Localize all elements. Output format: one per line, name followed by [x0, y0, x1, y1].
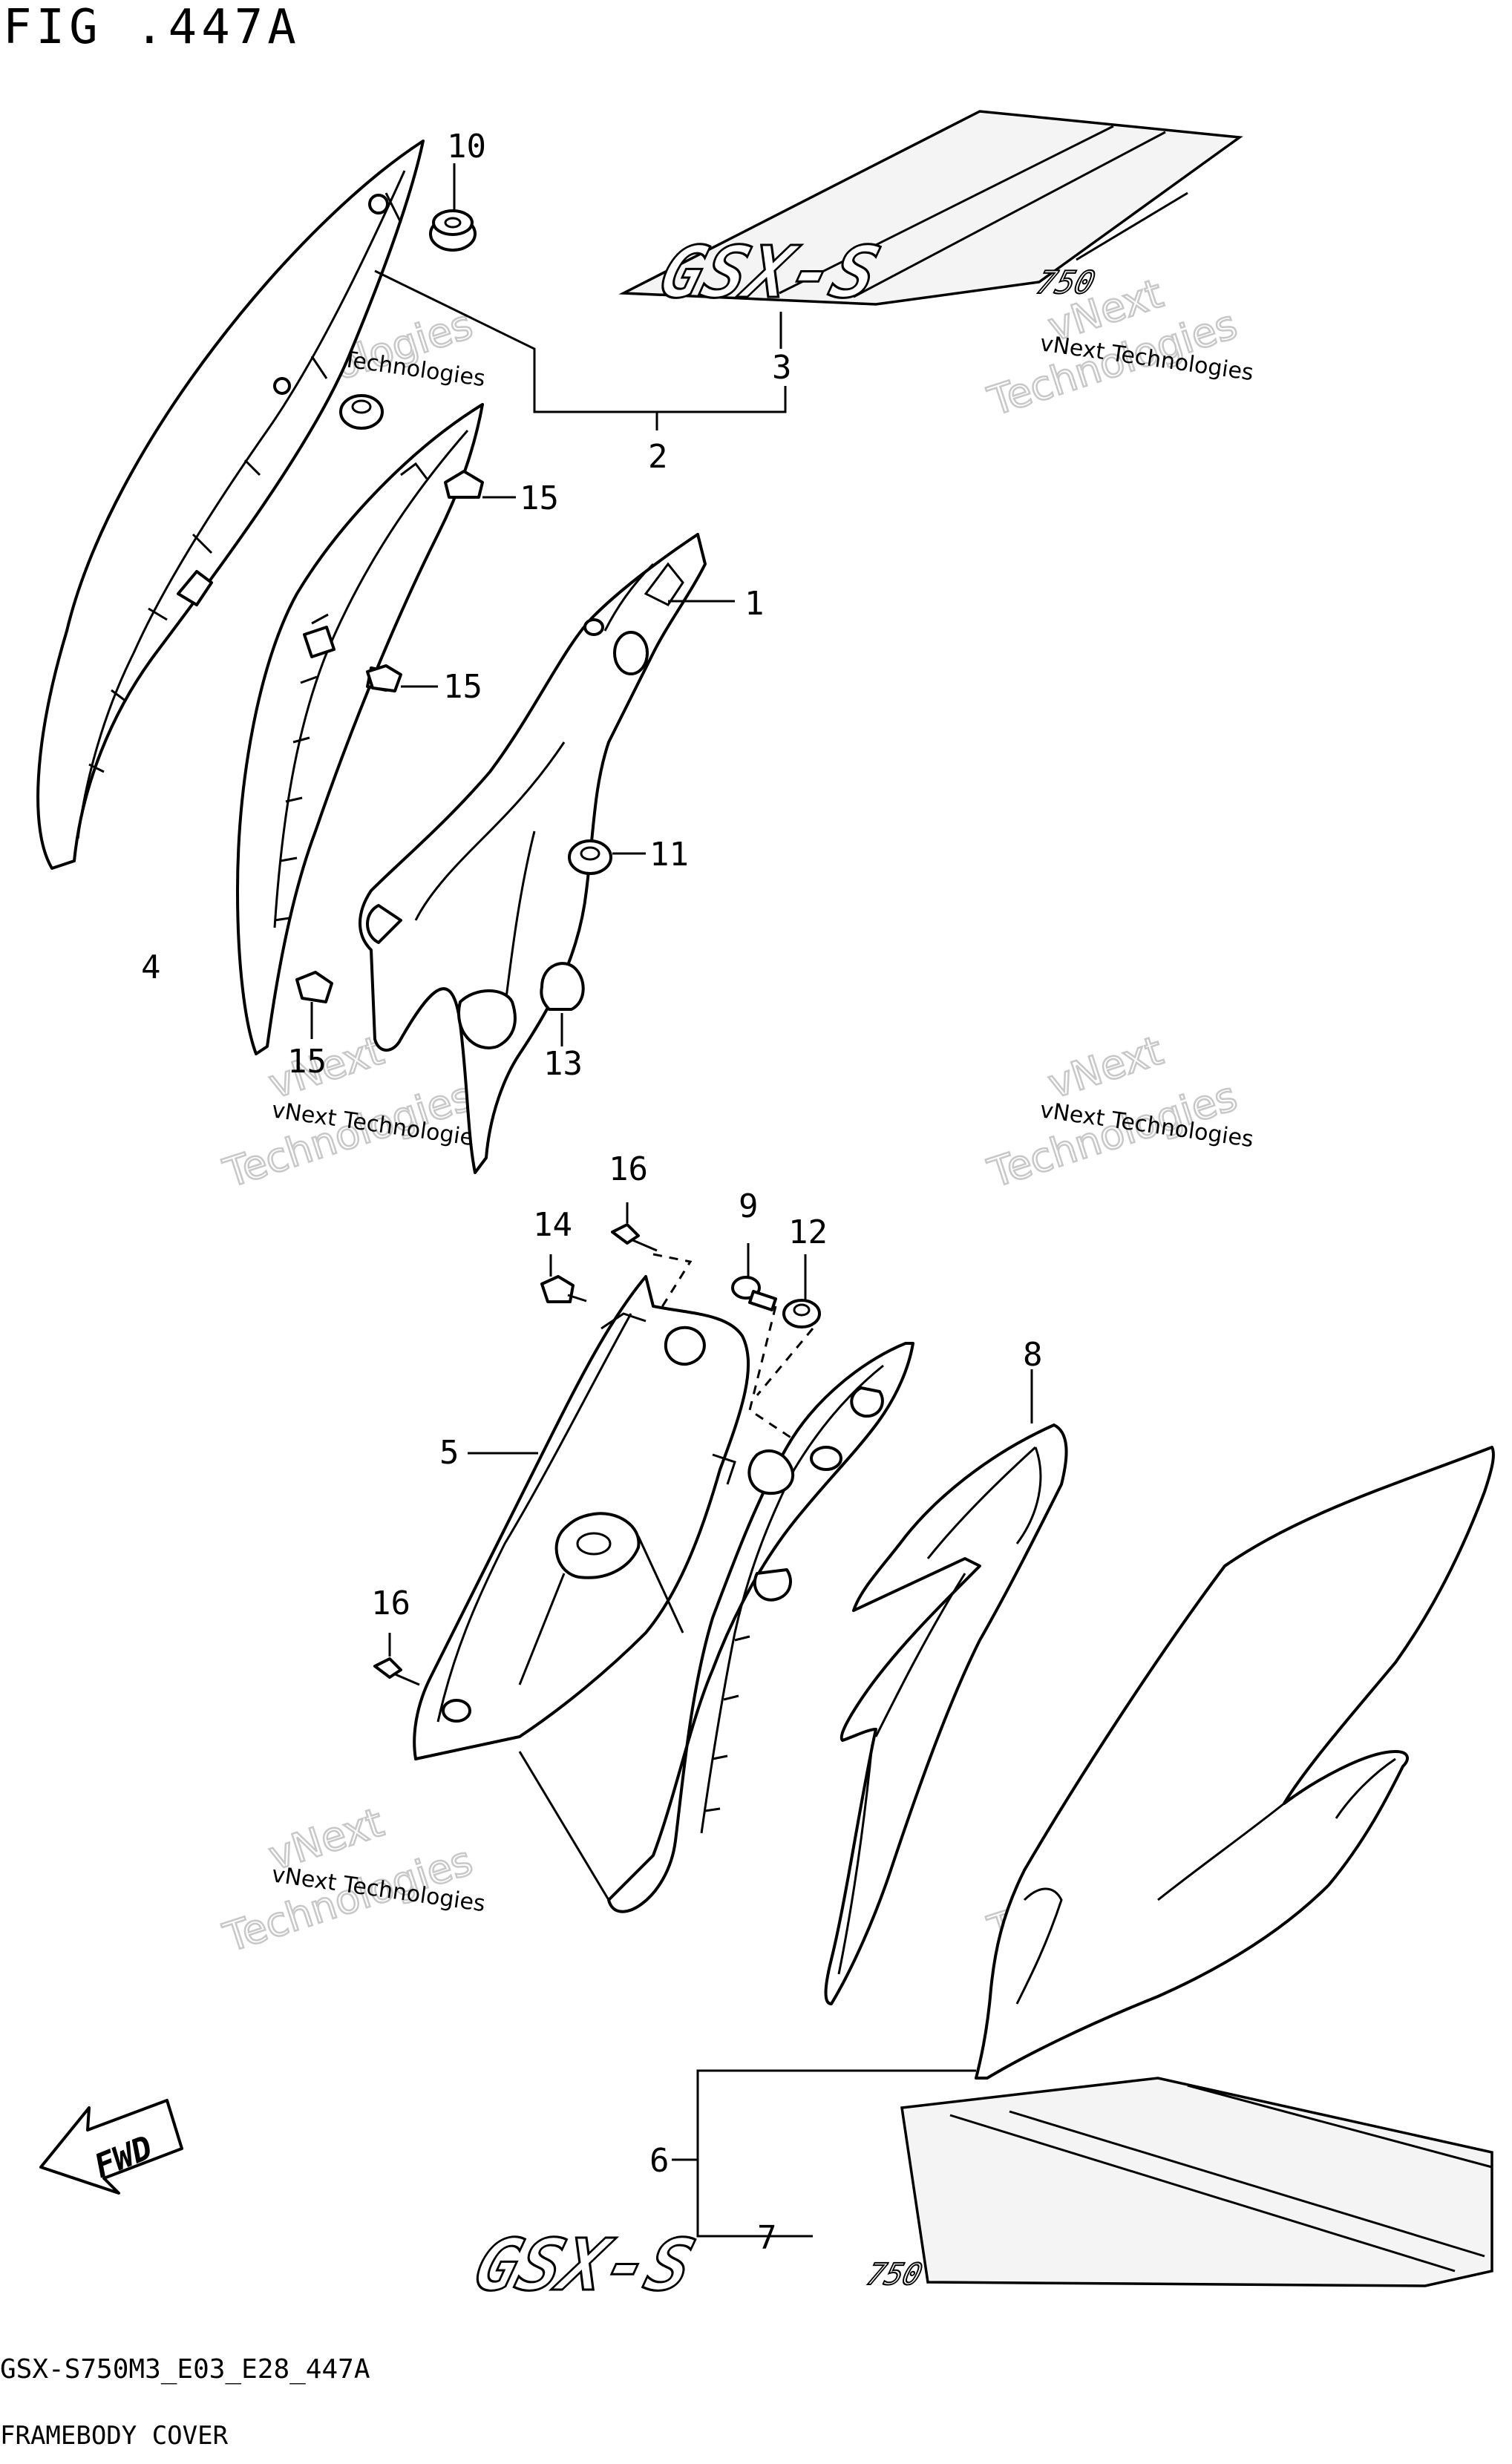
callout-15: 15 — [287, 1043, 327, 1081]
part-2-upper-side-cover — [36, 140, 425, 870]
leader-part-6-7-bracket — [696, 2069, 976, 2238]
callout-16: 16 — [371, 1585, 410, 1622]
part-13-cap — [540, 962, 585, 1046]
part-15-clip-b — [366, 664, 438, 692]
callout-5: 5 — [439, 1434, 459, 1472]
callout-13: 13 — [543, 1045, 583, 1083]
part-3-upper-decal: GSX-S 750 — [618, 110, 1243, 349]
part-9-bolt — [731, 1243, 777, 1311]
callout-10: 10 — [447, 128, 486, 166]
callout-3: 3 — [772, 349, 792, 387]
decal-logo-text: GSX-S — [651, 232, 888, 315]
callout-15: 15 — [443, 668, 482, 706]
watermark-mid-right: vNext Technologies vNext Technologies — [981, 1026, 1254, 1197]
figure-title: FIG .447A — [3, 0, 301, 55]
part-6-lower-cover — [975, 1446, 1495, 2080]
part-15-clip-c — [295, 971, 333, 1039]
assembly-line — [652, 1253, 693, 1322]
callout-16: 16 — [609, 1150, 648, 1188]
part-5-front-cover — [413, 1275, 750, 1760]
part-14-rivet — [540, 1254, 587, 1303]
part-16-screw-b — [373, 1633, 420, 1686]
part-1-frame-cover — [359, 533, 735, 1174]
watermark-big-text: vNext — [1043, 1027, 1169, 1108]
part-16-screw-a — [611, 1202, 658, 1252]
decal-logo-sub: 750 — [1032, 265, 1099, 301]
assembly-line — [756, 1328, 814, 1396]
part-7-lower-decal: GSX-S 750 — [465, 2077, 1493, 2308]
callout-12: 12 — [788, 1213, 828, 1251]
callout-15: 15 — [520, 479, 559, 517]
decal-logo-text: GSX-S — [465, 2224, 702, 2307]
callout-2: 2 — [648, 438, 668, 476]
fwd-arrow-icon: FWD — [39, 2099, 183, 2195]
watermark-top-right: vNext Technologies vNext Technologies — [981, 269, 1254, 425]
diagram-name: FRAMEBODY COVER — [0, 2421, 229, 2451]
callout-6: 6 — [649, 2142, 670, 2180]
part-12-collar — [782, 1254, 821, 1328]
part-15-clip-a — [444, 470, 516, 499]
watermark-bottom-left: vNext Technologies vNext Technologies — [217, 1798, 486, 1962]
part-8-side-panel — [824, 1369, 1068, 2005]
callout-11: 11 — [649, 836, 689, 874]
callout-labels: 10 3 2 15 1 15 11 4 15 13 16 9 14 12 8 5… — [141, 128, 1043, 2257]
callout-7: 7 — [757, 2219, 777, 2257]
callout-14: 14 — [533, 1206, 572, 1244]
leader-part-2-bracket — [374, 269, 787, 413]
part-10-grommet — [429, 163, 477, 252]
part-5-inner-bracket — [518, 1342, 914, 1913]
callout-1: 1 — [744, 585, 765, 623]
assembly-line — [748, 1305, 817, 1456]
grommet-on-cover — [339, 394, 384, 430]
diagram-code: GSX-S750M3_E03_E28_447A — [0, 2354, 370, 2385]
callout-9: 9 — [739, 1187, 759, 1225]
callout-8: 8 — [1023, 1336, 1043, 1374]
decal-logo-sub: 750 — [863, 2257, 926, 2292]
callout-4: 4 — [141, 948, 161, 986]
part-11-grommet — [568, 839, 646, 875]
